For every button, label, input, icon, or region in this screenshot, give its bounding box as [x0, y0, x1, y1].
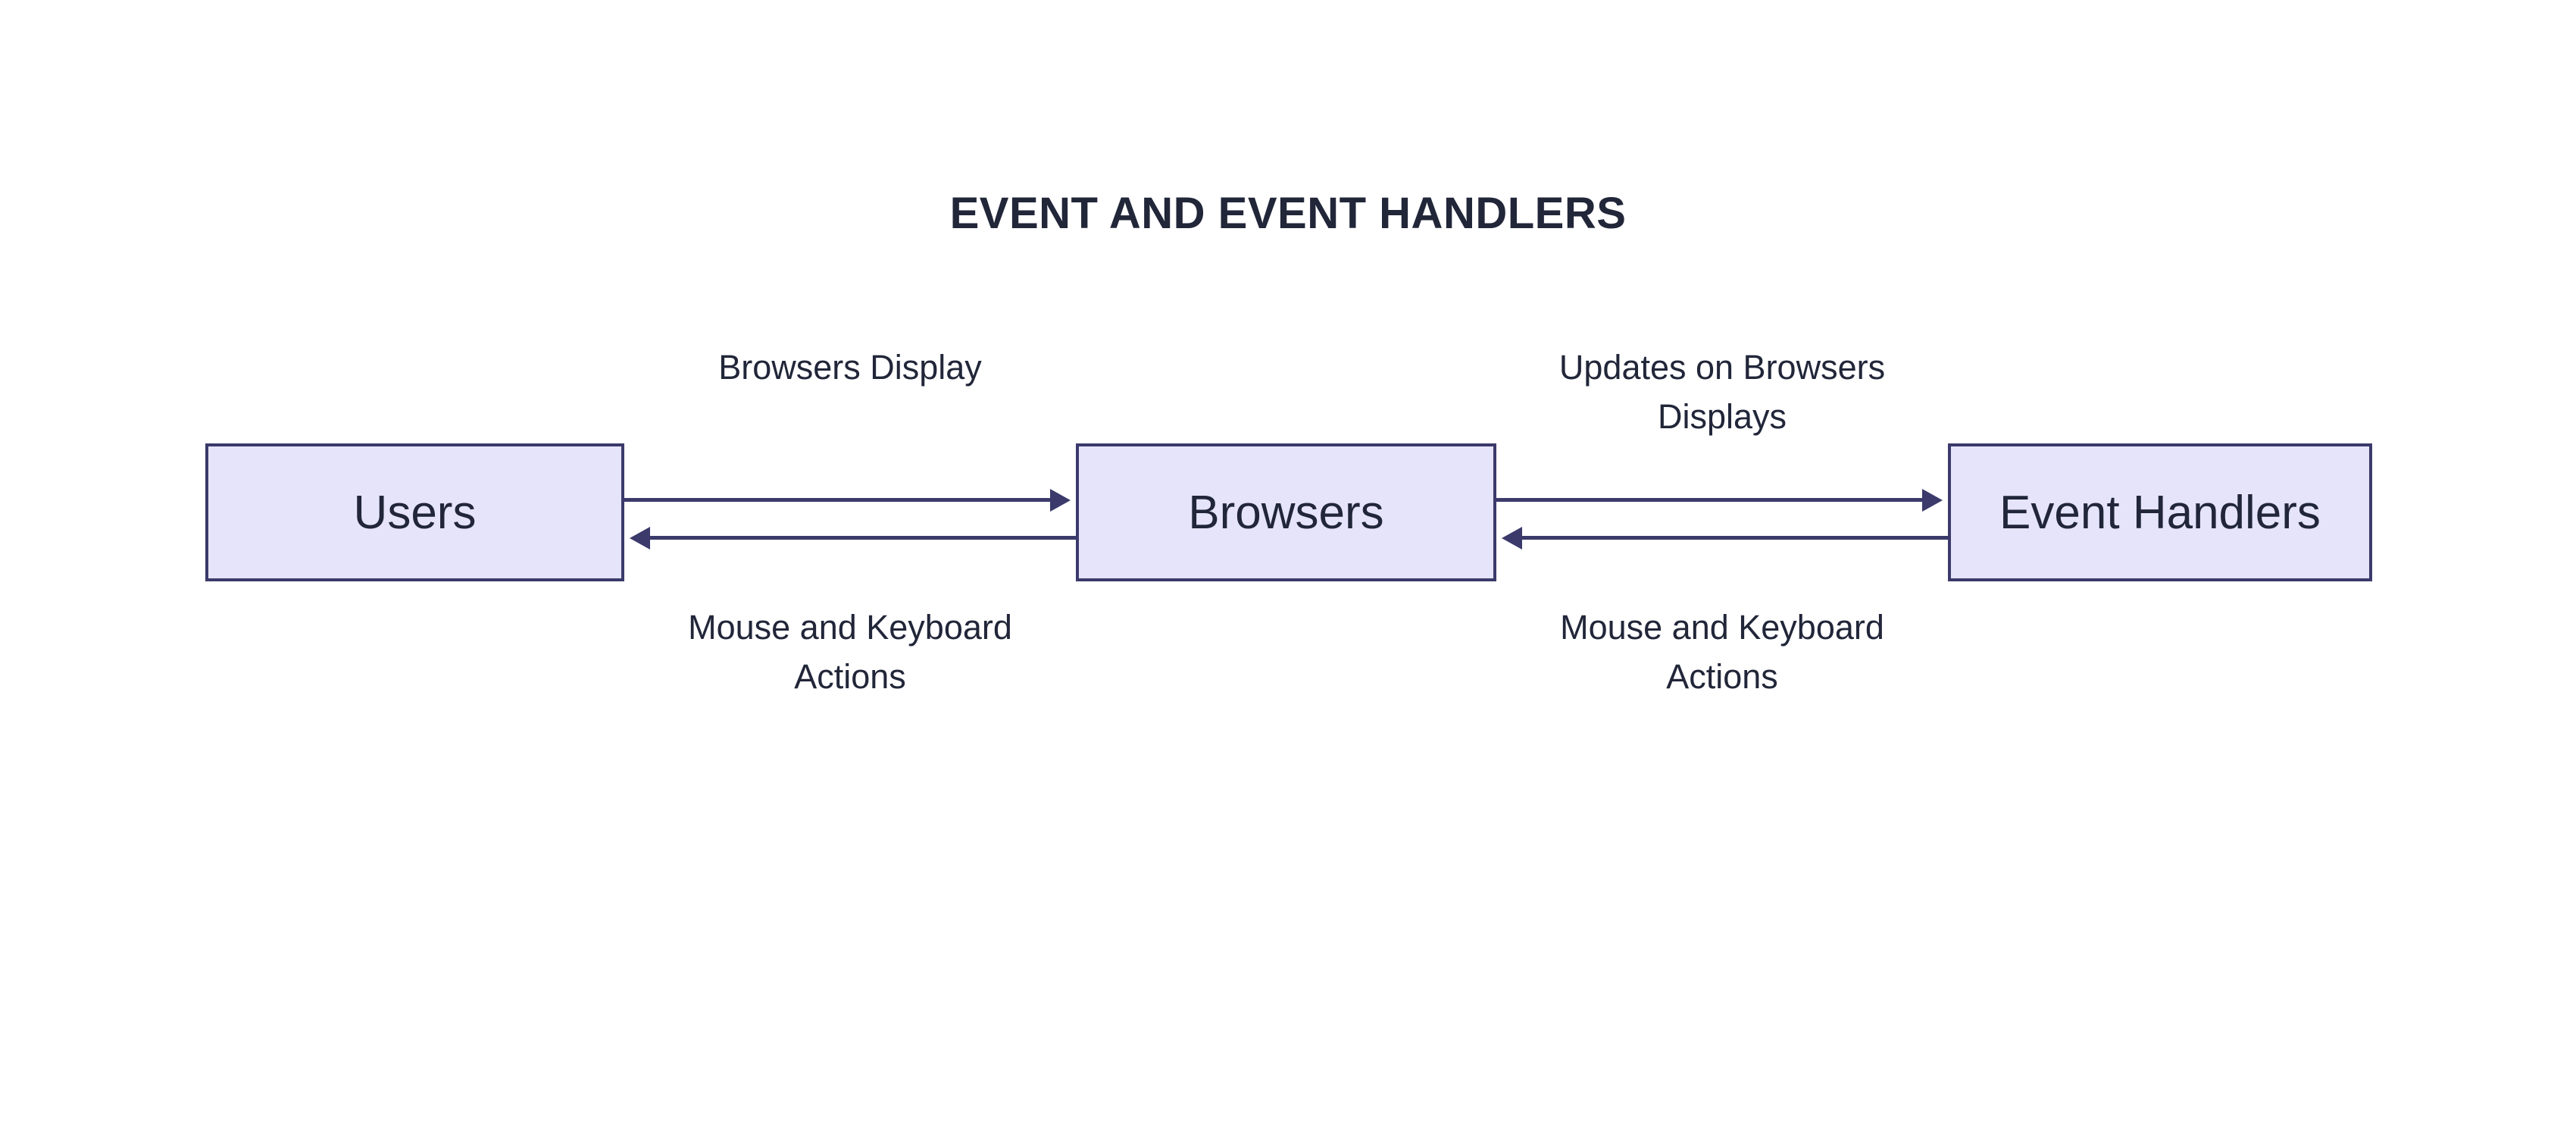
edge-users-browsers-top-label: Browsers Display: [718, 348, 982, 387]
node-event-handlers: Event Handlers: [1948, 443, 2372, 581]
arrowhead-left-icon: [630, 527, 650, 550]
edge-browsers-eventhandlers-bottom-label: Mouse and Keyboard Actions: [1560, 608, 1884, 697]
arrowhead-left-icon: [1502, 527, 1522, 550]
arrowhead-right-icon: [1050, 489, 1071, 512]
node-browsers: Browsers: [1076, 443, 1496, 581]
node-users-label: Users: [353, 486, 477, 539]
arrow-browsers-to-eventhandlers-line: [1496, 498, 1922, 502]
node-users: Users: [205, 443, 624, 581]
arrow-browsers-to-users-line: [650, 536, 1076, 540]
arrowhead-right-icon: [1922, 489, 1943, 512]
edge-browsers-eventhandlers-top-label: Updates on Browsers Displays: [1558, 348, 1886, 437]
arrow-eventhandlers-to-browsers-line: [1522, 536, 1948, 540]
diagram-title: EVENT AND EVENT HANDLERS: [949, 189, 1627, 238]
node-event-handlers-label: Event Handlers: [1999, 486, 2321, 539]
node-browsers-label: Browsers: [1188, 486, 1384, 539]
arrow-users-to-browsers-line: [624, 498, 1050, 502]
edge-users-browsers-bottom-label: Mouse and Keyboard Actions: [688, 608, 1012, 697]
